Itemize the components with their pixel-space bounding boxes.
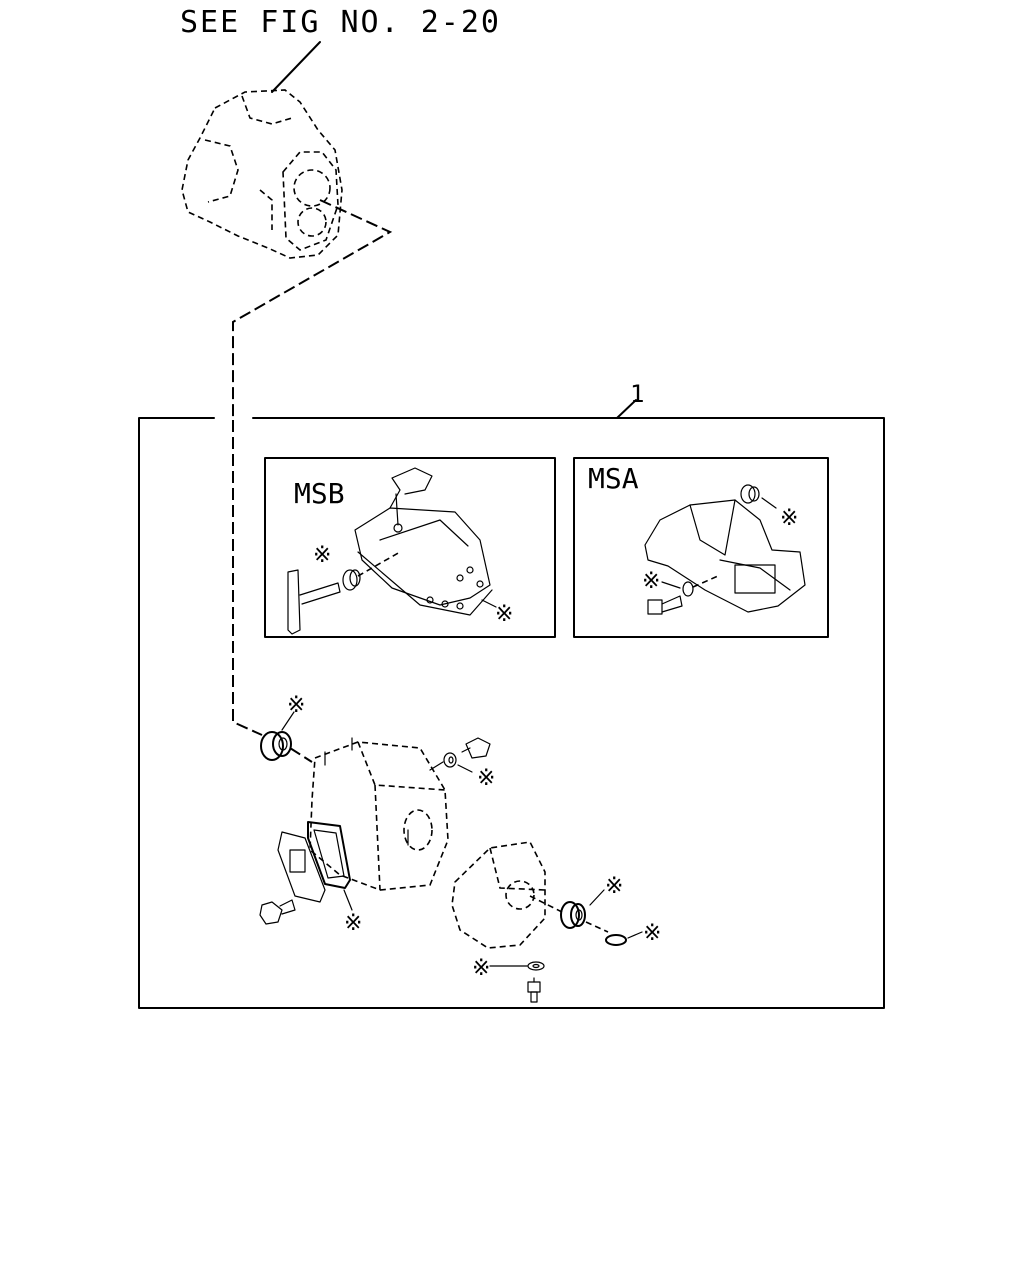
- panel-msb-label: MSB: [294, 477, 345, 510]
- transmission-housing: [181, 89, 343, 259]
- extension-housing: [451, 841, 546, 949]
- kit-marker-upper-washer: ※: [477, 766, 495, 791]
- msb-gasket-leader: [481, 599, 497, 608]
- msa-washer-kit-leader: [661, 581, 681, 589]
- main-seal: [260, 731, 292, 761]
- upper-washer: [443, 752, 457, 768]
- upper-washer-kit-leader: [457, 764, 473, 773]
- kit-marker-bottom-washer: ※: [472, 956, 490, 981]
- connector-line-seal: [289, 747, 313, 763]
- callout-number: 1: [630, 380, 645, 408]
- rear-seal-leader: [589, 889, 605, 906]
- msa-seal: [740, 484, 760, 504]
- upper-washer-leader: [429, 761, 444, 771]
- transmission-case: [309, 737, 449, 891]
- kit-marker-main-seal: ※: [287, 693, 305, 718]
- extension-housing-leader: [529, 895, 563, 913]
- side-cover-gasket-leader: [343, 889, 353, 911]
- kit-marker-rear-seal: ※: [605, 874, 623, 899]
- msb-lever: [287, 569, 341, 635]
- connector-line-lower: [232, 420, 263, 736]
- msa-panel-frame: [573, 457, 829, 638]
- o-ring: [605, 934, 627, 946]
- main-seal-leader: [281, 711, 295, 731]
- msa-washer: [682, 581, 694, 597]
- upper-bolt: [461, 737, 491, 759]
- bottom-bolt: [527, 977, 541, 1003]
- reference-label: SEE FIG NO. 2-20: [180, 5, 501, 40]
- kit-marker-msb-bushing: ※: [313, 543, 331, 568]
- msa-seal-leader: [761, 497, 777, 509]
- msb-panel-frame: [264, 457, 556, 638]
- side-cover-gasket: [307, 821, 351, 889]
- side-cover-bolt: [259, 899, 296, 925]
- msa-cover-assembly: [644, 499, 806, 613]
- msb-bushing: [342, 569, 361, 591]
- kit-frame: [138, 399, 885, 1009]
- panel-msa-label: MSA: [588, 462, 639, 495]
- kit-marker-msb-gasket: ※: [495, 602, 513, 627]
- reference-leader-line: [271, 41, 321, 93]
- kit-marker-msa-washer: ※: [642, 569, 660, 594]
- rear-seal: [560, 901, 586, 929]
- oring-kit-leader: [627, 931, 643, 939]
- side-cover: [277, 831, 326, 903]
- msa-bolt: [647, 595, 683, 615]
- bottom-washer: [527, 961, 545, 971]
- msa-washer-leader: [692, 575, 719, 588]
- oring-leader: [585, 921, 609, 933]
- msb-bushing-leader: [357, 551, 401, 577]
- msb-cover-assembly: [354, 467, 493, 616]
- kit-marker-msa-seal: ※: [780, 506, 798, 531]
- kit-marker-oring: ※: [643, 921, 661, 946]
- kit-marker-side-gasket: ※: [344, 911, 362, 936]
- connector-line-upper: [232, 199, 393, 420]
